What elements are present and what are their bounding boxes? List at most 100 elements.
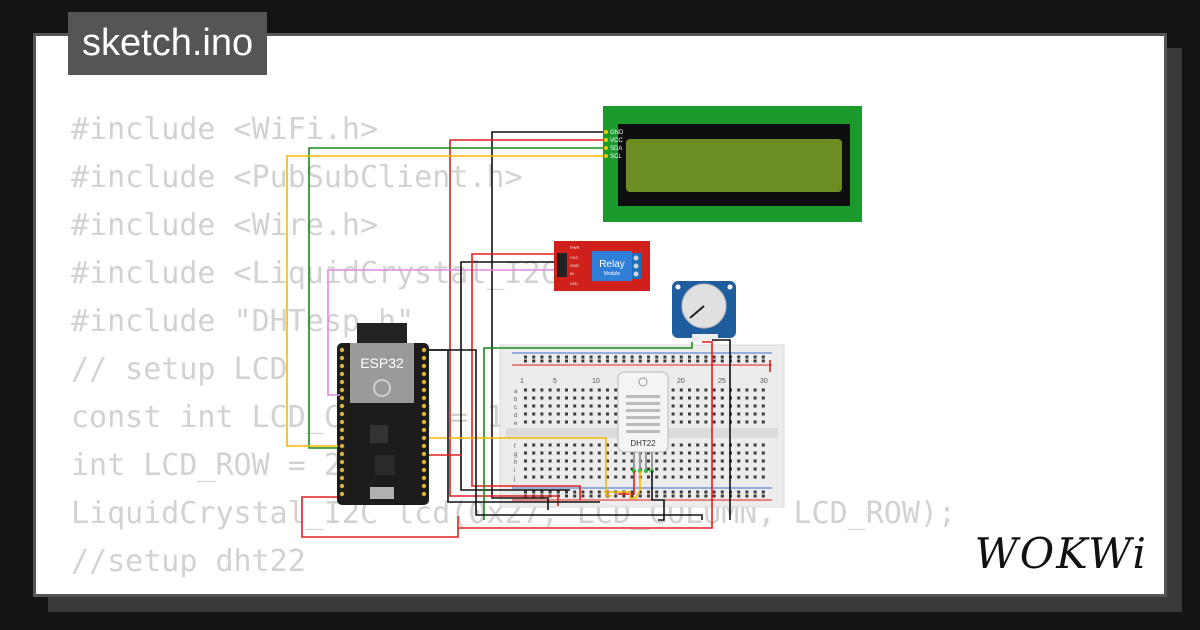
- breadboard-hole: [540, 490, 544, 494]
- breadboard-hole: [548, 404, 552, 408]
- esp32-pin: [421, 395, 427, 401]
- breadboard-hole: [761, 451, 765, 455]
- breadboard-hole: [720, 355, 724, 359]
- relay-module[interactable]: Relay Module PWR VCC GND IN LED: [554, 241, 650, 291]
- breadboard-hole: [761, 490, 765, 494]
- breadboard-hole: [679, 359, 683, 363]
- breadboard-hole: [712, 475, 716, 479]
- breadboard-hole: [565, 396, 568, 400]
- breadboard-hole: [655, 355, 659, 359]
- breadboard-hole: [655, 490, 659, 494]
- breadboard-hole: [540, 355, 544, 359]
- breadboard-hole: [737, 404, 741, 408]
- dht22-sensor[interactable]: DHT22: [617, 371, 669, 473]
- breadboard-hole: [688, 404, 691, 408]
- breadboard-hole: [622, 359, 626, 363]
- breadboard-hole: [532, 355, 536, 359]
- breadboard-hole: [589, 467, 593, 471]
- breadboard-hole: [638, 359, 642, 363]
- esp32-pin: [421, 363, 427, 369]
- lcd-module[interactable]: GND VCC SDA SCL: [603, 106, 862, 222]
- breadboard-hole: [540, 396, 544, 400]
- esp32-pin: [421, 387, 427, 393]
- breadboard-hole: [720, 359, 724, 363]
- breadboard-hole: [581, 490, 585, 494]
- breadboard-hole: [589, 451, 593, 455]
- breadboard-hole: [540, 475, 544, 479]
- breadboard-hole: [761, 412, 765, 416]
- breadboard-hole: [532, 388, 536, 392]
- breadboard-hole: [581, 404, 585, 408]
- breadboard-hole: [556, 443, 560, 447]
- breadboard-hole: [679, 494, 683, 498]
- breadboard-hole: [614, 412, 618, 416]
- code-line: //setup dht22: [71, 544, 306, 579]
- breadboard-hole: [556, 404, 560, 408]
- breadboard-hole: [548, 459, 552, 463]
- breadboard-hole: [704, 475, 708, 479]
- breadboard-hole: [540, 467, 544, 471]
- breadboard-hole: [606, 467, 609, 471]
- breadboard-hole: [556, 420, 560, 424]
- breadboard-hole: [688, 494, 691, 498]
- breadboard-hole: [753, 355, 757, 359]
- breadboard-hole: [548, 475, 552, 479]
- breadboard-hole: [540, 420, 544, 424]
- breadboard-hole: [548, 355, 552, 359]
- breadboard-hole: [704, 494, 708, 498]
- bb-row-f: f: [514, 444, 516, 450]
- breadboard-hole: [638, 494, 642, 498]
- breadboard-hole: [688, 443, 691, 447]
- breadboard-hole: [712, 490, 716, 494]
- project-card[interactable]: #include <WiFi.h>#include <PubSubClient.…: [33, 33, 1167, 597]
- lcd-pin-gnd: GND: [610, 130, 624, 136]
- breadboard-hole: [647, 494, 650, 498]
- breadboard-hole: [573, 359, 577, 363]
- breadboard-hole: [556, 459, 560, 463]
- breadboard-hole: [696, 443, 700, 447]
- breadboard-hole: [720, 467, 724, 471]
- breadboard-hole: [761, 494, 765, 498]
- breadboard-hole: [761, 475, 765, 479]
- file-tab[interactable]: sketch.ino: [68, 12, 268, 75]
- breadboard-hole: [720, 420, 724, 424]
- breadboard-hole: [737, 475, 741, 479]
- breadboard-hole: [589, 490, 593, 494]
- breadboard-hole: [524, 475, 527, 479]
- esp32-board[interactable]: ESP32: [337, 323, 429, 505]
- breadboard-hole: [565, 494, 568, 498]
- breadboard-hole: [581, 459, 585, 463]
- breadboard-hole: [671, 412, 675, 416]
- breadboard-hole: [745, 412, 749, 416]
- breadboard-hole: [761, 355, 765, 359]
- breadboard-hole: [597, 490, 601, 494]
- breadboard-hole: [688, 355, 691, 359]
- breadboard-hole: [589, 396, 593, 400]
- breadboard-hole: [696, 404, 700, 408]
- bb-col-30: 30: [760, 378, 768, 385]
- breadboard-hole: [630, 451, 634, 455]
- breadboard-hole: [647, 459, 650, 463]
- breadboard-hole: [589, 443, 593, 447]
- breadboard-hole: [589, 475, 593, 479]
- breadboard-hole: [606, 420, 609, 424]
- esp32-pin: [421, 411, 427, 417]
- breadboard-hole: [745, 355, 749, 359]
- breadboard-hole: [745, 467, 749, 471]
- breadboard-hole: [745, 494, 749, 498]
- breadboard-hole: [630, 490, 634, 494]
- breadboard-hole: [712, 443, 716, 447]
- breadboard-hole: [622, 451, 626, 455]
- breadboard-hole: [712, 359, 716, 363]
- esp32-pin: [339, 419, 345, 425]
- breadboard-hole: [655, 475, 659, 479]
- breadboard-hole: [556, 396, 560, 400]
- bb-col-1: 1: [520, 378, 524, 385]
- breadboard-hole: [688, 412, 691, 416]
- code-line: // setup LCD: [71, 352, 288, 387]
- potentiometer[interactable]: [672, 281, 736, 342]
- breadboard-hole: [761, 420, 765, 424]
- breadboard-hole: [573, 451, 577, 455]
- breadboard-hole: [663, 490, 667, 494]
- esp32-label: ESP32: [360, 355, 404, 371]
